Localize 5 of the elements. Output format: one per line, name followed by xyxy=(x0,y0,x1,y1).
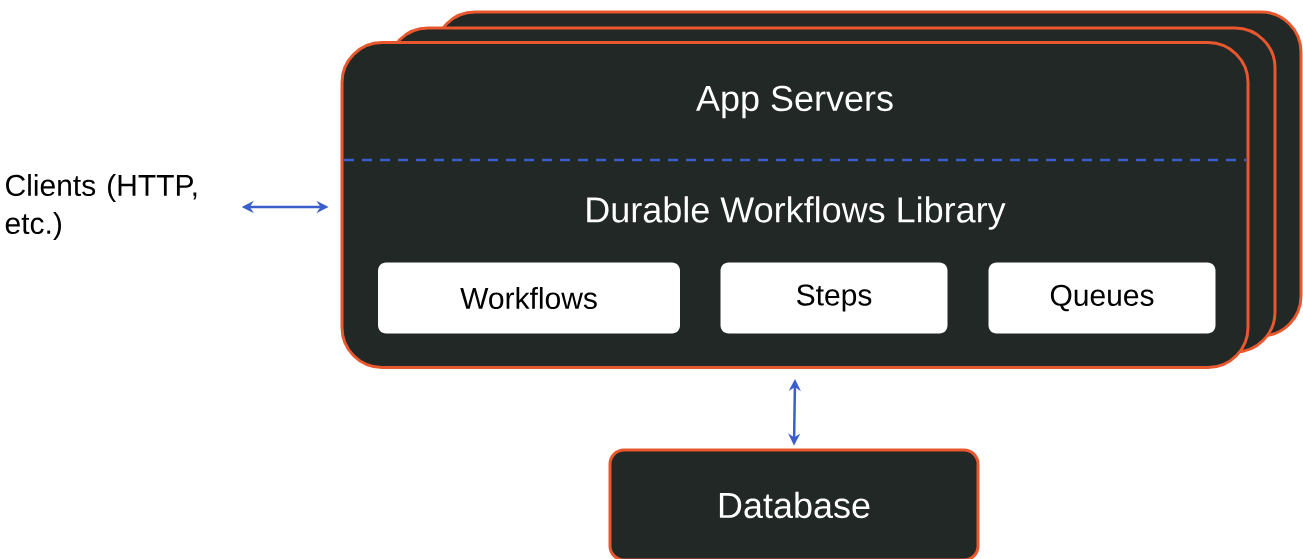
database-box: Database xyxy=(608,448,980,559)
client-label: Clients (HTTP, etc.) xyxy=(5,174,197,240)
component-box: Steps xyxy=(720,262,948,334)
component-box: Queues xyxy=(988,262,1216,334)
component-box: Workflows xyxy=(378,262,680,334)
